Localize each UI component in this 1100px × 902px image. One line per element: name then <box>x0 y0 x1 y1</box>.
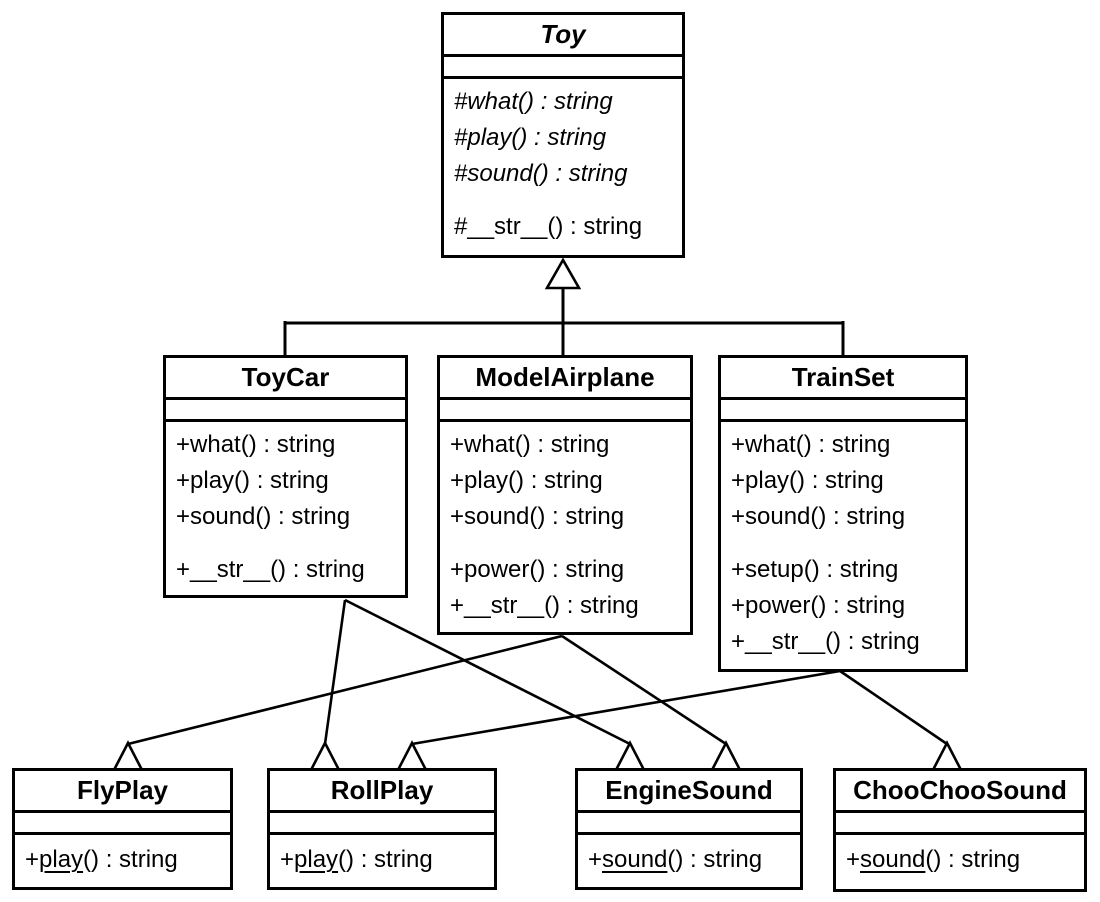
class-name-flyplay: FlyPlay <box>15 771 230 813</box>
method: #what() : string <box>454 88 613 115</box>
method: +what() : string <box>176 431 336 458</box>
arrowhead-flyplay <box>111 740 145 772</box>
method: +power() : string <box>731 592 906 619</box>
method: #play() : string <box>454 124 607 151</box>
method: +setup() : string <box>731 556 899 583</box>
class-name-choochoosound: ChooChooSound <box>836 771 1084 813</box>
class-enginesound: EngineSound +sound() : string <box>575 768 803 890</box>
class-toy: Toy #what() : string #play() : string #s… <box>441 12 685 258</box>
method: +play() : string <box>280 846 433 873</box>
class-name-toy: Toy <box>444 15 682 57</box>
attributes-compartment-enginesound <box>578 813 800 835</box>
attributes-compartment-toy <box>444 57 682 79</box>
method-group-gap <box>450 535 686 552</box>
arrowhead-rollplay-left <box>308 740 342 772</box>
arrowhead-enginesound-right <box>709 740 743 772</box>
attributes-compartment-choochoosound <box>836 813 1084 835</box>
class-toycar: ToyCar +what() : string +play() : string… <box>163 355 408 598</box>
method: +play() : string <box>25 846 178 873</box>
method: +what() : string <box>731 431 891 458</box>
arrowhead-choochoosound <box>930 740 964 772</box>
class-name-enginesound: EngineSound <box>578 771 800 813</box>
method: +sound() : string <box>176 503 351 530</box>
methods-compartment-modelairplane: +what() : string +play() : string +sound… <box>440 422 690 624</box>
edge-trainset-choochoosound <box>839 669 948 746</box>
method: +play() : string <box>176 467 329 494</box>
methods-compartment-enginesound: +sound() : string <box>578 835 800 878</box>
methods-compartment-choochoosound: +sound() : string <box>836 835 1084 878</box>
edge-modelairplane-enginesound <box>561 634 727 746</box>
method: +sound() : string <box>450 503 625 530</box>
method: +__str__() : string <box>731 628 920 655</box>
attributes-compartment-rollplay <box>270 813 494 835</box>
class-choochoosound: ChooChooSound +sound() : string <box>833 768 1087 892</box>
method-group-gap <box>731 535 961 552</box>
method: +sound() : string <box>731 503 906 530</box>
attributes-compartment-modelairplane <box>440 400 690 422</box>
method: #__str__() : string <box>454 213 643 240</box>
method: +sound() : string <box>588 846 763 873</box>
arrowhead-toy <box>544 257 582 290</box>
methods-compartment-trainset: +what() : string +play() : string +sound… <box>721 422 965 660</box>
class-flyplay: FlyPlay +play() : string <box>12 768 233 890</box>
edge-toycar-rollplay <box>323 599 347 745</box>
methods-compartment-toy: #what() : string #play() : string #sound… <box>444 79 682 245</box>
method: +play() : string <box>731 467 884 494</box>
class-name-modelairplane: ModelAirplane <box>440 358 690 400</box>
class-rollplay: RollPlay +play() : string <box>267 768 497 890</box>
attributes-compartment-flyplay <box>15 813 230 835</box>
method: +play() : string <box>450 467 603 494</box>
method: +__str__() : string <box>176 556 365 583</box>
method-group-gap <box>454 192 678 209</box>
method: +sound() : string <box>846 846 1021 873</box>
class-name-toycar: ToyCar <box>166 358 405 400</box>
attributes-compartment-trainset <box>721 400 965 422</box>
method-group-gap <box>176 535 401 552</box>
class-name-trainset: TrainSet <box>721 358 965 400</box>
method: +power() : string <box>450 556 625 583</box>
arrowhead-enginesound-left <box>613 740 647 772</box>
method: #sound() : string <box>454 160 628 187</box>
attributes-compartment-toycar <box>166 400 405 422</box>
class-modelairplane: ModelAirplane +what() : string +play() :… <box>437 355 693 635</box>
methods-compartment-rollplay: +play() : string <box>270 835 494 878</box>
edge-trainset-rollplay <box>411 669 841 746</box>
class-trainset: TrainSet +what() : string +play() : stri… <box>718 355 968 672</box>
arrowhead-rollplay-right <box>395 740 429 772</box>
methods-compartment-toycar: +what() : string +play() : string +sound… <box>166 422 405 588</box>
method: +what() : string <box>450 431 610 458</box>
method: +__str__() : string <box>450 592 639 619</box>
methods-compartment-flyplay: +play() : string <box>15 835 230 878</box>
edge-toycar-enginesound <box>344 598 631 746</box>
class-name-rollplay: RollPlay <box>270 771 494 813</box>
edge-modelairplane-flyplay <box>127 634 563 746</box>
